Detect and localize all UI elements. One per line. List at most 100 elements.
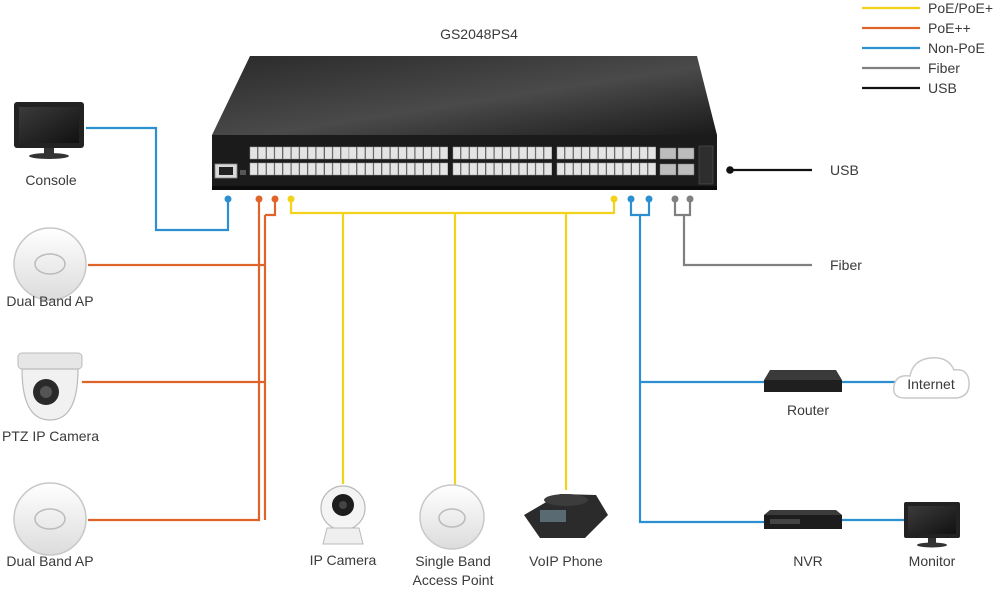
switch-port	[299, 146, 308, 160]
switch-port	[461, 146, 469, 160]
switch-port	[452, 146, 461, 160]
switch-port	[406, 162, 415, 176]
switch-port	[502, 146, 511, 160]
switch-port	[556, 162, 565, 176]
legend-label-poepp: PoE++	[928, 20, 971, 36]
switch-port	[348, 162, 357, 176]
nvr-icon	[764, 510, 842, 529]
switch-port	[527, 146, 536, 160]
switch-port	[357, 146, 365, 160]
switch-port	[614, 162, 623, 176]
switch-port	[398, 162, 407, 176]
switch-port	[307, 162, 316, 176]
switch-port	[324, 162, 333, 176]
fiber-link-b	[684, 200, 692, 217]
switch-port	[581, 146, 590, 160]
poepp-link-b	[265, 200, 277, 217]
switch-port	[406, 146, 415, 160]
switch-port	[348, 146, 357, 160]
console-link	[86, 126, 230, 232]
switch-port	[581, 162, 590, 176]
switch-port	[452, 162, 461, 176]
nonpoe-trunk-b	[640, 200, 651, 217]
switch-front-panel	[212, 135, 717, 188]
switch-port	[423, 146, 432, 160]
switch-port	[390, 162, 399, 176]
switch-port	[519, 146, 528, 160]
legend-label-poe: PoE/PoE+	[928, 0, 993, 16]
switch-port	[631, 146, 640, 160]
switch-port	[606, 146, 615, 160]
switch-port	[623, 162, 632, 176]
ip-camera-icon	[320, 485, 366, 545]
console-label: Console	[25, 172, 77, 188]
switch-top-panel	[212, 56, 717, 135]
internet-cloud-icon	[892, 357, 970, 399]
switch-port	[502, 162, 511, 176]
internet-label: Internet	[907, 376, 955, 392]
nonpoe-port-dot	[627, 195, 635, 203]
usb-port-slot	[698, 145, 714, 185]
voip-phone-label: VoIP Phone	[529, 553, 603, 569]
fiber-link	[673, 200, 812, 267]
switch-port	[307, 146, 316, 160]
switch-port	[373, 146, 382, 160]
switch-port	[341, 162, 349, 176]
console-monitor-icon	[14, 102, 84, 159]
switch-port	[485, 162, 494, 176]
monitor-label: Monitor	[909, 553, 956, 569]
nonpoe-port-dot	[645, 195, 653, 203]
sfp-port	[659, 147, 677, 160]
switch-port	[589, 162, 598, 176]
switch-port	[373, 162, 382, 176]
switch-port	[485, 146, 494, 160]
switch-port	[341, 146, 349, 160]
dual-band-ap-label: Dual Band AP	[6, 553, 93, 569]
switch-port-grid	[249, 146, 695, 176]
switch-port	[639, 162, 648, 176]
router-icon	[764, 370, 842, 392]
switch-port	[266, 162, 275, 176]
switch-port	[249, 162, 258, 176]
switch-port	[249, 146, 258, 160]
switch-port	[423, 162, 432, 176]
nvr-label: NVR	[793, 553, 823, 569]
switch-port	[282, 162, 291, 176]
switch-port	[556, 146, 565, 160]
switch-port	[510, 162, 519, 176]
single-band-ap-icon	[419, 484, 485, 550]
switch-port	[258, 162, 266, 176]
switch-port	[606, 162, 615, 176]
ptz-camera-label: PTZ IP Camera	[2, 428, 99, 444]
switch-port	[415, 162, 424, 176]
switch-port	[431, 162, 440, 176]
poepp-link-a	[88, 200, 261, 522]
switch-port	[461, 162, 469, 176]
poe-port-dot	[610, 195, 618, 203]
switch-port	[477, 146, 486, 160]
switch-model-label: GS2048PS4	[440, 26, 518, 42]
dual-band-ap-label: Dual Band AP	[6, 293, 93, 309]
monitor-icon	[904, 502, 960, 548]
fiber-port-dot	[686, 195, 694, 203]
poepp-port-dot	[271, 195, 279, 203]
switch-port	[390, 146, 399, 160]
switch-port	[365, 146, 374, 160]
switch-port	[527, 162, 536, 176]
sfp-port	[677, 163, 695, 176]
ptz-camera-icon	[17, 352, 83, 421]
switch-port	[510, 146, 519, 160]
switch-port	[266, 146, 275, 160]
switch-gs2048ps4: GS2048PS4	[212, 26, 717, 190]
switch-port	[589, 146, 598, 160]
switch-port	[565, 162, 573, 176]
switch-port	[274, 146, 283, 160]
switch-port	[299, 162, 308, 176]
switch-port	[415, 146, 424, 160]
switch-port	[565, 146, 573, 160]
switch-port	[494, 146, 503, 160]
legend-label-usb: USB	[928, 80, 957, 96]
switch-port	[324, 146, 333, 160]
nonpoe-trunk-a	[629, 200, 764, 524]
